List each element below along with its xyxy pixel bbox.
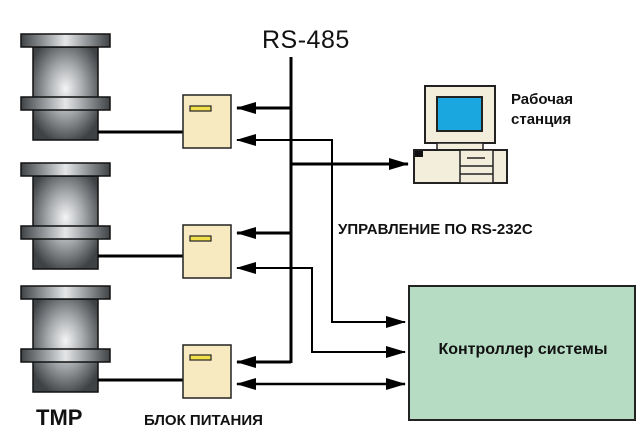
controller-psu2-link [236,262,406,358]
psu-indicator-icon [189,354,212,361]
psu-box [182,94,232,149]
pump-mid-flange [20,348,111,363]
tmp-pump-2 [20,162,111,270]
tmp-pump-3 [20,285,111,393]
rs485-bus-label: RS-485 [262,26,350,54]
pump-body [32,175,99,270]
system-controller-label: Контроллер системы [438,341,608,358]
workstation-label-line2: станция [511,111,572,128]
workstation-pc-icon [413,85,508,184]
psu-indicator-icon [189,235,212,242]
pump-body [32,298,99,393]
psu-box [182,224,232,279]
pump-body [32,46,99,141]
psu-box [182,344,232,399]
rs232-control-label: УПРАВЛЕНИЕ ПО RS-232C [338,221,533,238]
pump-top-flange [20,285,111,300]
pump-mid-flange [20,225,111,240]
pump-mid-flange [20,96,111,111]
workstation-label: Рабочая станция [511,90,573,130]
power-supply-1 [182,94,232,149]
pump-top-flange [20,33,111,48]
tmp-pump-1 [20,33,111,141]
power-supply-2 [182,224,232,279]
power-led-icon [415,151,423,157]
power-supply-3 [182,344,232,399]
power-supply-label: БЛОК ПИТАНИЯ [144,412,263,429]
tmp-label: TMP [36,405,83,430]
monitor-screen [436,96,483,132]
psu-indicator-icon [189,105,212,112]
monitor-stand [436,142,484,151]
workstation-label-line1: Рабочая [511,91,574,108]
system-controller-box [408,285,636,421]
pump-top-flange [20,162,111,177]
